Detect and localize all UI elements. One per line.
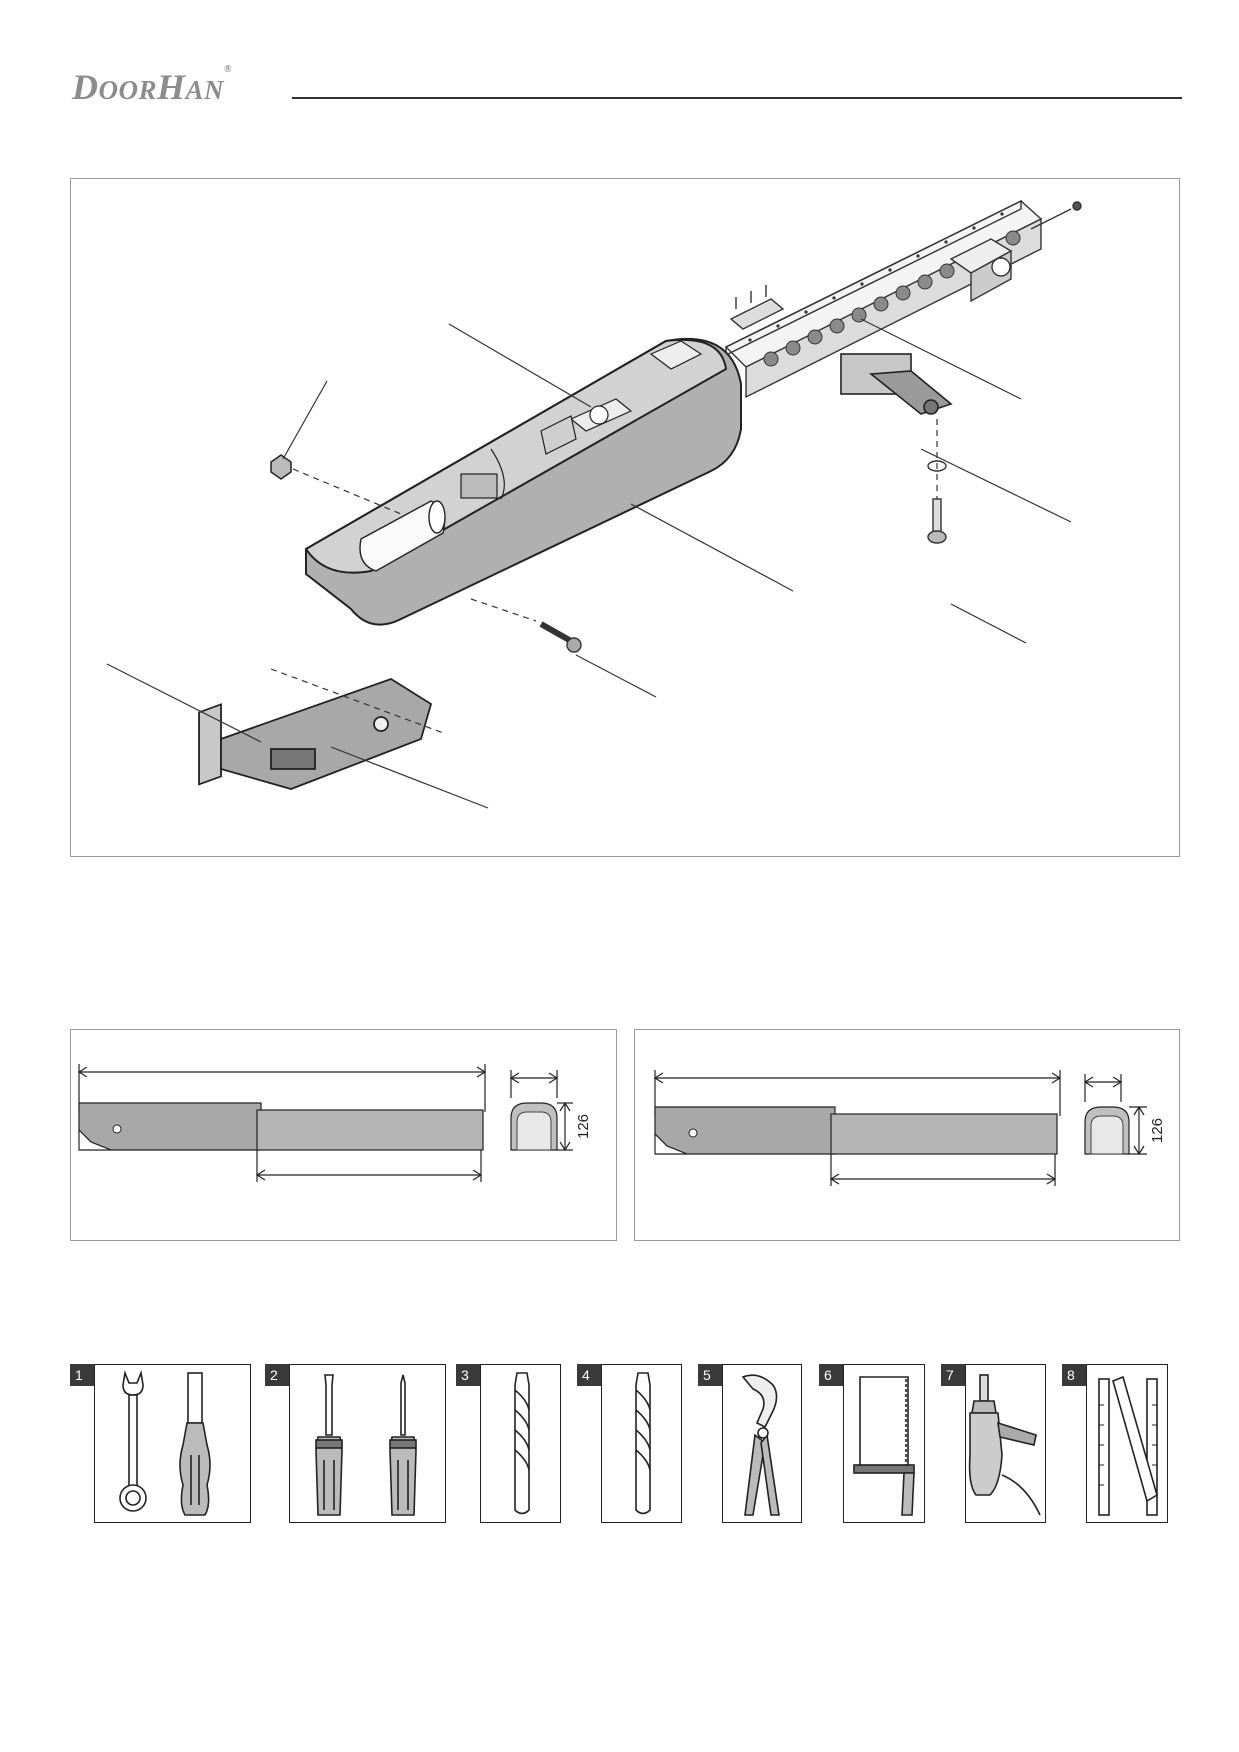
pliers-icon	[741, 1374, 780, 1516]
tool-3: 3	[456, 1364, 561, 1523]
operator-assembly-drawing	[106, 199, 1082, 809]
bolt	[927, 498, 947, 544]
exploded-assembly-figure	[70, 178, 1180, 857]
brand-logo: DOORHAN®	[72, 64, 233, 107]
tool-number: 3	[456, 1364, 480, 1386]
tool-number: 7	[941, 1364, 965, 1386]
drill-bit-icon	[635, 1372, 651, 1515]
tool-number: 2	[265, 1364, 289, 1386]
door-bracket	[198, 678, 433, 790]
rail-bracket	[840, 353, 953, 415]
tool-number: 8	[1062, 1364, 1086, 1386]
tool-7: 7	[941, 1364, 1046, 1523]
tool-5: 5	[698, 1364, 802, 1523]
tool-4: 4	[577, 1364, 682, 1523]
tool-2: 2	[265, 1364, 446, 1523]
rail	[724, 199, 1082, 399]
front-bolt	[539, 621, 582, 653]
tool-number: 6	[819, 1364, 843, 1386]
nut	[270, 454, 292, 480]
wrench-and-nut-driver-icon	[119, 1370, 211, 1516]
motor-housing	[304, 337, 742, 626]
dimension-drawing-left: 126	[70, 1029, 617, 1241]
height-dimension-label: 126	[1149, 1117, 1167, 1144]
tool-1: 1	[70, 1364, 251, 1523]
height-dimension-label: 126	[575, 1113, 593, 1140]
leader-lines	[106, 318, 1072, 809]
screwdrivers-icon	[315, 1374, 417, 1516]
drill-bit-icon	[514, 1372, 530, 1515]
operator-side-view-right	[653, 1070, 1147, 1186]
operator-side-view-left	[77, 1064, 573, 1182]
dimension-drawing-right: 126	[634, 1029, 1180, 1241]
hacksaw-icon	[853, 1376, 915, 1516]
tool-number: 4	[577, 1364, 601, 1386]
folding-rule-icon	[1098, 1375, 1158, 1516]
header-rule	[292, 97, 1182, 99]
power-drill-icon	[968, 1374, 1041, 1516]
tool-6: 6	[819, 1364, 925, 1523]
tool-8: 8	[1062, 1364, 1168, 1523]
tool-number: 5	[698, 1364, 722, 1386]
tool-number: 1	[70, 1364, 94, 1386]
